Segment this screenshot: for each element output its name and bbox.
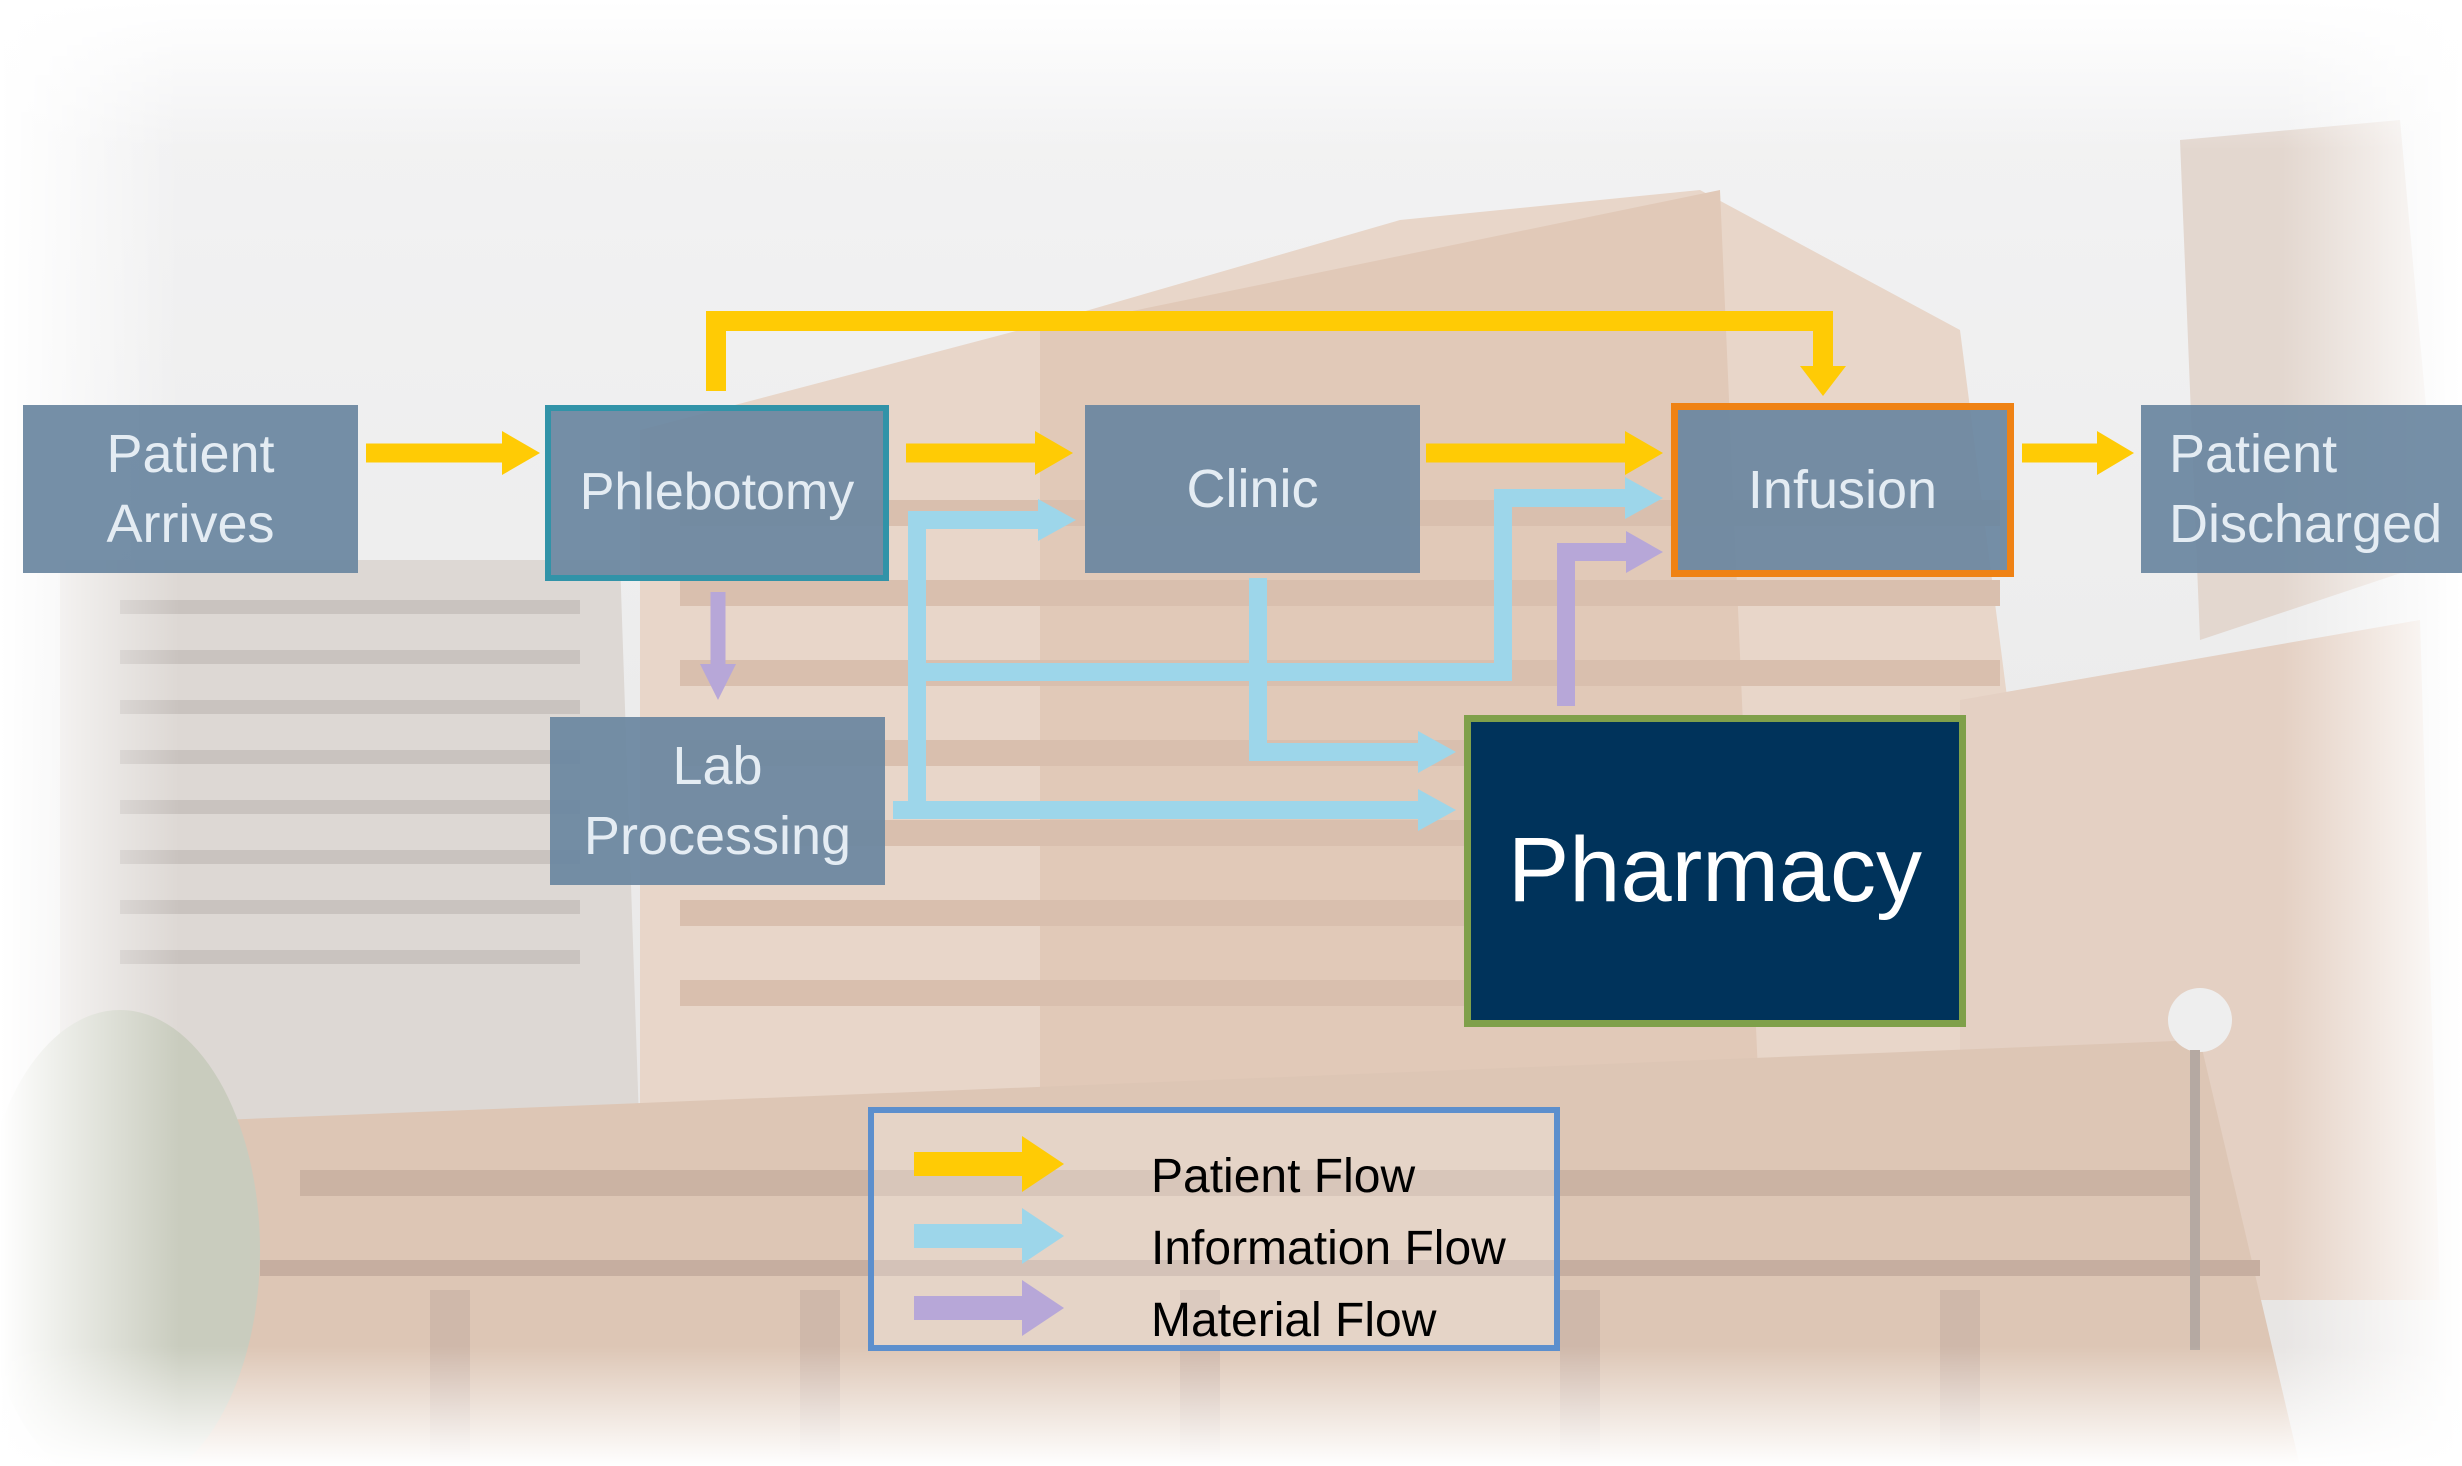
arrow-pharmacy-to-infusion xyxy=(1557,543,1630,706)
information-flow-arrows xyxy=(893,477,1663,831)
pharmacy-label: Pharmacy xyxy=(1507,819,1923,922)
arrowhead xyxy=(1625,431,1663,475)
arrowhead xyxy=(1038,499,1076,541)
material-flow-swatch-icon xyxy=(914,1280,1064,1336)
clinic-label: Clinic xyxy=(1186,458,1319,519)
patient-flow-swatch-icon xyxy=(914,1136,1064,1192)
information-flow-swatch-icon xyxy=(914,1208,1064,1264)
arrowhead xyxy=(1626,531,1663,573)
infusion-label: Infusion xyxy=(1747,459,1938,520)
legend-information-flow-label: Information Flow xyxy=(1151,1222,1506,1275)
arrow-info-to-clinic xyxy=(908,511,1040,810)
arrowhead xyxy=(1035,431,1073,475)
material-flow-arrows xyxy=(700,531,1663,706)
arrowhead xyxy=(2097,431,2134,475)
patient-discharged-box: Patient Discharged xyxy=(2141,405,2462,573)
legend-material-flow-label: Material Flow xyxy=(1151,1294,1437,1347)
arrowhead xyxy=(1418,789,1456,831)
infusion-box: Infusion xyxy=(1671,403,2014,577)
patient-discharged-label: Patient Discharged xyxy=(2169,423,2443,554)
arrowhead xyxy=(1418,731,1456,773)
arrow-phlebotomy-to-infusion-bypass xyxy=(706,311,1833,391)
phlebotomy-label: Phlebotomy xyxy=(579,463,855,522)
pharmacy-box: Pharmacy xyxy=(1464,715,1966,1027)
lab-processing-label: Lab Processing xyxy=(583,735,852,866)
arrowhead xyxy=(502,431,540,475)
clinic-box: Clinic xyxy=(1085,405,1420,573)
arrowhead xyxy=(700,664,736,700)
arrow-info-to-infusion xyxy=(917,489,1628,681)
legend-patient-flow-label: Patient Flow xyxy=(1151,1150,1416,1203)
arrowhead xyxy=(1625,477,1663,519)
lab-processing-box: Lab Processing xyxy=(550,717,885,885)
legend: Patient Flow Information Flow Material F… xyxy=(868,1107,1560,1351)
arrowhead xyxy=(1800,366,1846,396)
patient-arrives-box: Patient Arrives xyxy=(23,405,358,573)
arrow-clinic-to-pharmacy xyxy=(1249,578,1420,761)
phlebotomy-box: Phlebotomy xyxy=(545,405,889,581)
patient-flow-arrows xyxy=(366,311,2134,475)
patient-arrives-label: Patient Arrives xyxy=(106,423,275,554)
